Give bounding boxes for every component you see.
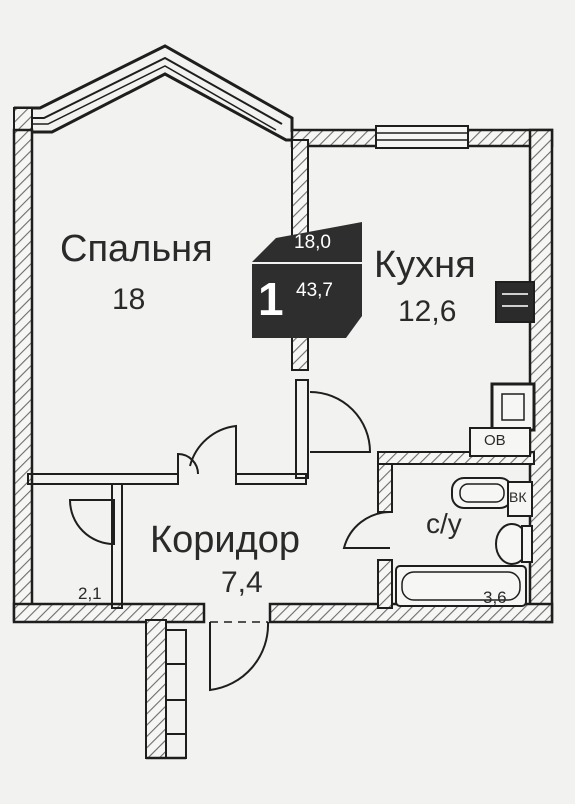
bay-window	[13, 44, 300, 142]
bedroom-name: Спальня	[60, 228, 213, 270]
storage-area: 2,1	[78, 584, 102, 603]
water-riser	[507, 481, 533, 517]
bathroom-fixtures	[395, 477, 533, 607]
bedroom-area: 18	[112, 283, 146, 316]
corridor-name: Коридор	[150, 519, 301, 561]
outer-walls	[12, 125, 554, 624]
doors	[68, 391, 391, 692]
kitchen-name: Кухня	[374, 244, 476, 286]
corridor-area: 7,4	[221, 566, 263, 599]
apartment-badge	[252, 222, 362, 338]
bathroom-area: 3,6	[483, 588, 507, 607]
stove	[490, 382, 536, 432]
sink	[451, 477, 513, 509]
bathtub	[395, 565, 527, 607]
ventilation-shaft	[469, 427, 531, 457]
rooms-count: 1	[258, 273, 284, 325]
kitchen-radiator	[495, 281, 535, 323]
bathroom-name: с/у	[426, 508, 462, 539]
living-area-value: 18,0	[294, 232, 331, 253]
total-area-value: 43,7	[296, 280, 333, 301]
kitchen-area: 12,6	[398, 295, 457, 328]
kitchen-fixtures	[469, 281, 536, 457]
ventilation-label: ОВ	[484, 432, 506, 449]
water-label: ВК	[509, 489, 527, 505]
